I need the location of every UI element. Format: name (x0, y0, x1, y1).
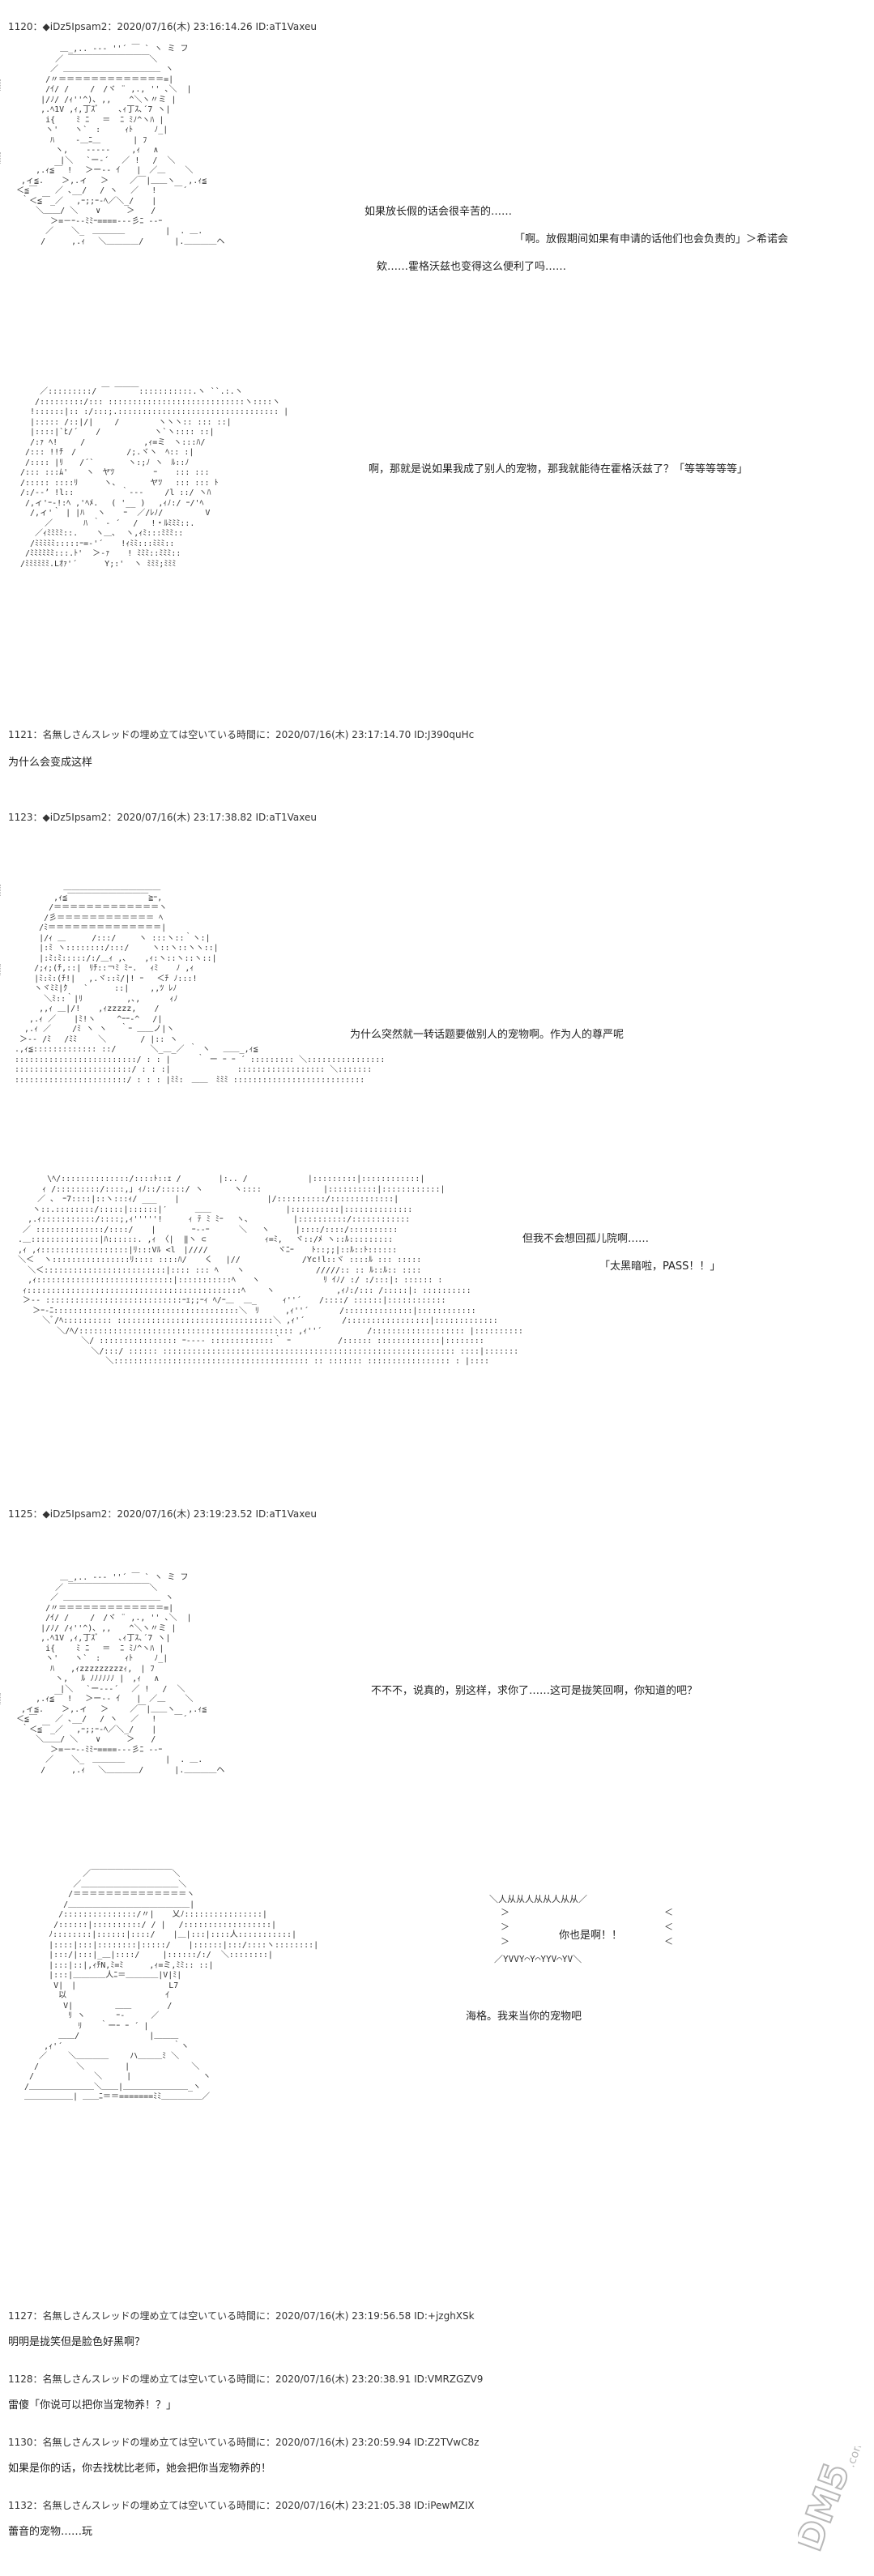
post-header: 1123：◆iDz5Ipsam2：2020/07/16(木) 23:17:38.… (8, 812, 317, 823)
shout-frame-top: ＼人从从人从从人从从／ (489, 1894, 587, 1904)
shout-frame-bottom: ／YVVY⌒Y⌒YYV⌒YV＼ (494, 1954, 582, 1964)
ascii-art-character: ＿_,.. -‐‐ ''´ ￣ ` ヽ ミ フ ／ ￣￣￣￣￣￣￣￣￣￣＼ ／ … (16, 45, 225, 246)
margin-dots (0, 1693, 3, 1704)
post-body: 雷傻「你说可以把你当宠物养！？」 (8, 2399, 177, 2412)
watermark-sub-text: .com (844, 2446, 866, 2469)
watermark-main-text: DM5 (798, 2458, 858, 2557)
dialog-line: 不不不，说真的，别这样，求你了……这可是拢笑回啊，你知道的吧？ (371, 1685, 698, 1697)
dm5-watermark-logo: DM5 .com (798, 2446, 866, 2557)
dialog-line: 「太黑暗啦，PASS！！」 (599, 1260, 721, 1273)
dialog-line: 但我不会想回孤儿院啊…… (522, 1233, 650, 1245)
ascii-art-character: ＿_,.. -‐‐ ''´ ￣ ` ヽ ミ フ ／ ￣￣￣￣￣￣￣￣￣￣＼ ／ … (16, 1573, 225, 1775)
dialog-line: 为什么突然就一转话题要做别人的宠物啊。作为人的尊严呢 (350, 1029, 625, 1041)
ascii-art-character: ／:::::::::/ ￣ ￣￣￣:::::::::::.ヽ ``.:.ヽ /:… (20, 387, 289, 569)
post-body: 明明是拢笑但是脸色好黑啊？ (8, 2336, 146, 2348)
post-header: 1127：名無しさんスレッドの埋め立ては空いている時間に：2020/07/16(… (8, 2310, 475, 2322)
post-body: 为什么会变成这样 (8, 757, 93, 769)
post-header: 1132：名無しさんスレッドの埋め立ては空いている時間に：2020/07/16(… (8, 2500, 475, 2511)
dialog-line: 啊，那就是说如果我成了别人的宠物，那我就能待在霍格沃兹了？「等等等等等」 (369, 463, 748, 476)
dialog-line: 「啊。放假期间如果有申请的话他们也会负责的」＞希诺会 (514, 233, 789, 245)
shout-text: 你也是啊！！ (559, 1930, 623, 1942)
post-body: 如果是你的话，你去找枕比老师，她会把你当宠物养的！ (8, 2463, 272, 2475)
ascii-art-character: ＿＿＿＿＿＿＿＿＿＿＿＿ ,ｨ≦￣￣￣￣￣￣￣￣￣￣≧ｰ, /＝＝＝＝＝＝＝＝＝… (15, 883, 386, 1085)
margin-dots (0, 964, 3, 975)
post-header: 1125：◆iDz5Ipsam2：2020/07/16(木) 23:19:23.… (8, 1508, 317, 1520)
post-header: 1128：名無しさんスレッドの埋め立ては空いている時間に：2020/07/16(… (8, 2373, 484, 2385)
post-header: 1121：名無しさんスレッドの埋め立ては空いている時間に：2020/07/16(… (8, 729, 475, 740)
post-header: 1120：◆iDz5Ipsam2：2020/07/16(木) 23:16:14.… (8, 21, 317, 32)
post-header: 1130：名無しさんスレッドの埋め立ては空いている時間に：2020/07/16(… (8, 2437, 480, 2448)
margin-dots (0, 152, 3, 164)
post-body: 蕾音的宠物……玩 (8, 2526, 93, 2538)
ascii-art-scene: \ﾍ/::::::::::::::/::::ﾄ::ｪ / |:.. / |:::… (18, 1175, 523, 1366)
dialog-line: 如果放长假的话会很辛苦的…… (365, 206, 513, 218)
dialog-line: 欸……霍格沃兹也变得这么便利了吗…… (377, 261, 567, 273)
shout-frame-left: ＞ ＞ ＞ (501, 1907, 509, 1947)
ascii-art-character: ／￣￣￣￣￣￣￣￣￣￣＼ ／＿＿＿＿＿＿＿＿＿＿＿＿＼ /＝＝＝＝＝＝＝＝＝＝＝… (24, 1870, 319, 2101)
margin-dots (0, 79, 3, 91)
dialog-line: 海格。我来当你的宠物吧 (466, 2011, 582, 2023)
shout-frame-right: ＜ ＜ ＜ (664, 1907, 673, 1947)
margin-dots (0, 885, 3, 896)
